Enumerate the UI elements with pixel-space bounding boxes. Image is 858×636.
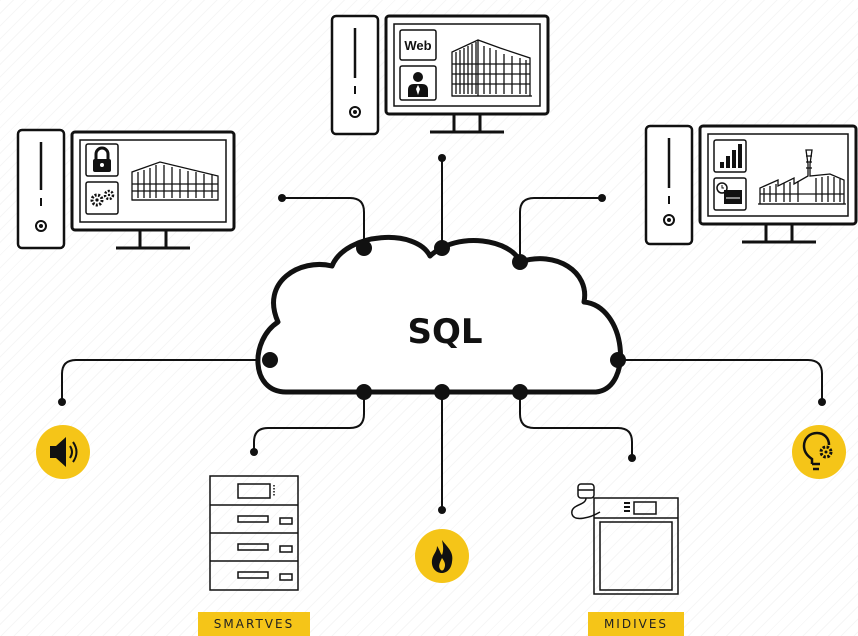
node-dot: [262, 352, 278, 368]
panel-indicators: [624, 502, 630, 512]
end-dot: [818, 398, 826, 406]
end-dot: [598, 194, 606, 202]
lightbulb-gear-icon: [792, 425, 846, 479]
end-dot: [278, 194, 286, 202]
power-button: [349, 106, 361, 118]
workstation-left: [16, 128, 236, 250]
cloud-label: SQL: [407, 312, 482, 352]
power-button: [35, 220, 47, 232]
web-label: Web: [404, 38, 431, 53]
rack-display: [237, 483, 271, 499]
connector-left-workstation: [282, 197, 365, 248]
fire-icon: [415, 529, 469, 583]
rack-port: [279, 545, 293, 553]
node-dot: [512, 384, 528, 400]
connectors: [61, 158, 823, 510]
workstation-center: Web: [330, 14, 550, 136]
end-dot: [628, 454, 636, 462]
power-button-dot: [353, 110, 357, 114]
connector-panel: [519, 392, 633, 458]
connector-dots: [58, 154, 826, 514]
workstation-right: [644, 124, 858, 246]
power-button-dot: [667, 218, 671, 222]
building-icon: [131, 161, 219, 201]
connector-lightbulb: [618, 359, 823, 402]
power-button: [663, 214, 675, 226]
connector-server-rack: [253, 392, 365, 452]
panel-device: [571, 483, 679, 595]
end-dot: [438, 506, 446, 514]
bar-chart-icon: [713, 139, 747, 173]
cloud-shape: [255, 235, 623, 395]
node-dot: [512, 254, 528, 270]
factory-icon: [758, 149, 846, 205]
panel-door: [599, 521, 673, 591]
clock-icon: [713, 177, 747, 211]
panel-frame: [593, 497, 679, 595]
node-dot: [610, 352, 626, 368]
rack-slot: [237, 543, 269, 551]
rack-slot: [237, 571, 269, 579]
end-dot: [438, 154, 446, 162]
midives-label: MIDIVES: [588, 612, 684, 636]
lock-icon: [85, 143, 119, 177]
user-icon: [399, 65, 437, 101]
microphone-cable: [571, 497, 601, 520]
microphone: [577, 483, 595, 499]
rack-port: [279, 573, 293, 581]
node-dot: [434, 240, 450, 256]
speaker-icon: [36, 425, 90, 479]
end-dot: [58, 398, 66, 406]
web-box: [399, 29, 437, 61]
panel-display: [633, 501, 657, 515]
power-button-dot: [39, 224, 43, 228]
connector-right-workstation: [519, 197, 602, 262]
rack-slot: [237, 515, 269, 523]
smartves-label: SMARTVES: [198, 612, 310, 636]
connector-speaker: [61, 359, 270, 402]
rack-port: [279, 517, 293, 525]
node-dot: [356, 240, 372, 256]
node-dot: [434, 384, 450, 400]
server-rack: [209, 475, 299, 591]
node-dot: [356, 384, 372, 400]
end-dot: [250, 448, 258, 456]
gears-icon: [85, 181, 119, 215]
sql-cloud: SQL: [255, 235, 623, 395]
building-icon: [451, 39, 532, 97]
